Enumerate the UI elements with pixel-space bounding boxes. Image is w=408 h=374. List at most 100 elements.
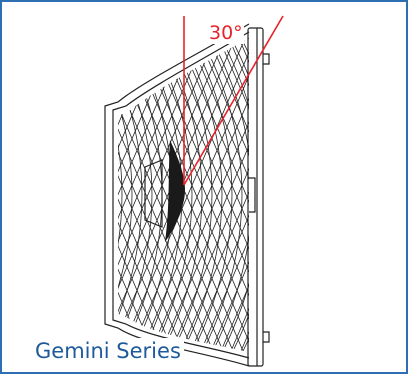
mesh-line [2, 22, 92, 372]
mesh-line [332, 22, 406, 372]
mesh-line [118, 38, 123, 352]
mesh-line [191, 38, 243, 352]
mesh-line [312, 22, 406, 372]
mesh-line [2, 22, 32, 372]
mesh-line [141, 38, 249, 352]
mesh-line [272, 22, 322, 372]
mesh-line [221, 38, 249, 352]
mesh-line [2, 22, 72, 372]
mesh-line [2, 22, 12, 372]
mesh-line [362, 22, 406, 372]
mesh-line [211, 38, 249, 352]
mesh-line [302, 22, 406, 372]
mesh-line [252, 22, 302, 372]
mesh-line [262, 22, 406, 372]
mesh-line [2, 22, 102, 372]
mesh-line [352, 22, 402, 372]
mesh-line [402, 22, 406, 372]
housing-outer-outline [104, 23, 250, 367]
mesh-line [392, 22, 406, 372]
side-bracket [249, 177, 256, 213]
mesh-line [211, 38, 249, 352]
mesh-line [201, 38, 249, 352]
mesh-line [372, 22, 406, 372]
mesh-line [118, 38, 133, 352]
mesh-line [342, 22, 392, 372]
mesh-line [392, 22, 406, 372]
mesh-line [118, 38, 143, 352]
mesh-line [191, 38, 249, 352]
mesh-line [272, 22, 406, 372]
mesh-line [118, 38, 153, 352]
mesh-line [2, 22, 22, 372]
bezel-clip-top [263, 53, 270, 65]
mesh-line [2, 22, 12, 372]
angle-label: 30° [208, 22, 244, 44]
mesh-line [2, 22, 52, 372]
mesh-line [2, 22, 22, 372]
mesh-line [252, 22, 402, 372]
mesh-line [118, 38, 143, 352]
mesh-line [201, 38, 249, 352]
mesh-line [32, 22, 82, 372]
mesh-line [372, 22, 406, 372]
mesh-line [282, 22, 406, 372]
mesh-line [42, 22, 92, 372]
mesh-line [252, 22, 402, 372]
mesh-line [342, 22, 406, 372]
mesh-line [201, 38, 249, 352]
mesh-line [2, 22, 72, 372]
mesh-line [322, 22, 406, 372]
mesh-line [362, 22, 406, 372]
mesh-line [402, 22, 406, 372]
mesh-line [22, 22, 72, 372]
mesh-line [282, 22, 406, 372]
mesh-line [118, 38, 143, 352]
mesh-line [241, 38, 249, 352]
mesh-line [312, 22, 362, 372]
mesh-line [332, 22, 382, 372]
lens-element [165, 140, 186, 242]
mesh-line [2, 22, 32, 372]
mesh-line [2, 22, 22, 372]
mesh-line [292, 22, 342, 372]
mesh-line [118, 38, 123, 352]
beam-angle-line [183, 15, 284, 186]
mesh-line [2, 22, 52, 372]
mesh-line [302, 22, 406, 372]
series-caption: Gemini Series [35, 338, 184, 364]
mesh-line [312, 22, 406, 372]
mesh-line [2, 22, 102, 372]
mesh-line [181, 38, 233, 352]
mesh-line [262, 22, 312, 372]
mesh-line [362, 22, 406, 372]
mesh-line [241, 38, 249, 352]
mesh-line [118, 38, 173, 352]
mesh-line [2, 22, 62, 372]
mesh-line [221, 38, 249, 352]
mesh-line [382, 22, 406, 372]
mesh-line [282, 22, 332, 372]
mesh-line [2, 22, 42, 372]
reflector-mesh [2, 22, 406, 372]
housing-inner-outline [112, 31, 250, 359]
mesh-line [272, 22, 406, 372]
mesh-line [292, 22, 406, 372]
lamp-housing [104, 23, 270, 367]
mesh-line [191, 38, 249, 352]
mesh-line [2, 22, 52, 372]
mesh-line [181, 38, 249, 352]
mesh-line [262, 22, 406, 372]
mesh-line [2, 22, 12, 372]
mesh-line [2, 22, 62, 372]
mesh-line [372, 22, 406, 372]
mesh-line [392, 22, 406, 372]
mesh-line [2, 22, 42, 372]
mesh-line [2, 22, 82, 372]
mesh-line [2, 22, 42, 372]
mesh-line [118, 38, 163, 352]
mesh-line [332, 22, 406, 372]
mesh-line [2, 22, 112, 372]
mesh-line [2, 22, 32, 372]
